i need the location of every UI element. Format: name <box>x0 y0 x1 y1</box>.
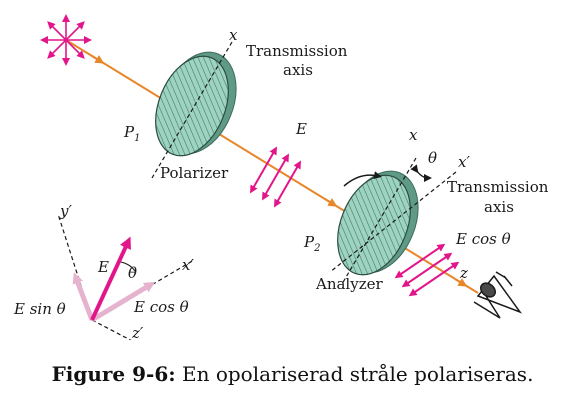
label-z-axis: z <box>459 264 468 282</box>
transmission-axis-2-x <box>341 157 417 285</box>
label-transmission-axis-2: Transmission <box>447 178 549 196</box>
label-p1: P1 <box>123 123 140 144</box>
label-inset-e-cos: E cos θ <box>133 298 189 316</box>
analyzed-field-arrows <box>394 243 460 297</box>
caption-text: En opolariserad stråle polariseras. <box>181 362 534 386</box>
label-inset-theta: θ <box>128 264 137 282</box>
label-e-mid: E <box>295 120 307 138</box>
label-transmission-axis-2-b: axis <box>484 198 514 216</box>
label-transmission-axis-1-b: axis <box>283 61 313 79</box>
eye-icon <box>473 271 523 319</box>
polarization-diagram: x Transmission axis P1 Polarizer E x θ x… <box>13 14 549 340</box>
analyzer-disc <box>337 170 419 276</box>
transmission-axis-2-xprime <box>329 171 457 273</box>
label-e-cos-right: E cos θ <box>455 230 511 248</box>
label-x-top: x <box>229 26 238 44</box>
polarized-field-arrows <box>250 146 301 208</box>
label-analyzer: Analyzer <box>315 275 383 293</box>
caption-prefix: Figure 9-6: <box>51 362 176 386</box>
vector-inset <box>57 213 195 340</box>
label-inset-yprime: y′ <box>59 202 72 220</box>
label-x-right: x <box>409 126 418 144</box>
theta-arc <box>410 164 432 182</box>
transmission-axis-1 <box>151 41 233 179</box>
light-beam <box>65 39 479 294</box>
unpolarized-source-icon <box>40 14 92 66</box>
label-transmission-axis-1: Transmission <box>246 42 348 60</box>
label-theta-right: θ <box>428 149 437 167</box>
label-polarizer: Polarizer <box>160 164 229 182</box>
label-p2: P2 <box>303 233 320 254</box>
rotation-arrow <box>343 171 382 187</box>
label-inset-e: E <box>97 258 109 276</box>
figure-caption: Figure 9-6: En opolariserad stråle polar… <box>0 362 585 386</box>
polarizer-disc <box>155 51 237 157</box>
label-inset-zprime: z′ <box>131 324 144 340</box>
label-inset-e-sin: E sin θ <box>13 300 66 318</box>
label-inset-xprime: x′ <box>182 256 194 274</box>
label-xprime-right: x′ <box>458 153 470 171</box>
